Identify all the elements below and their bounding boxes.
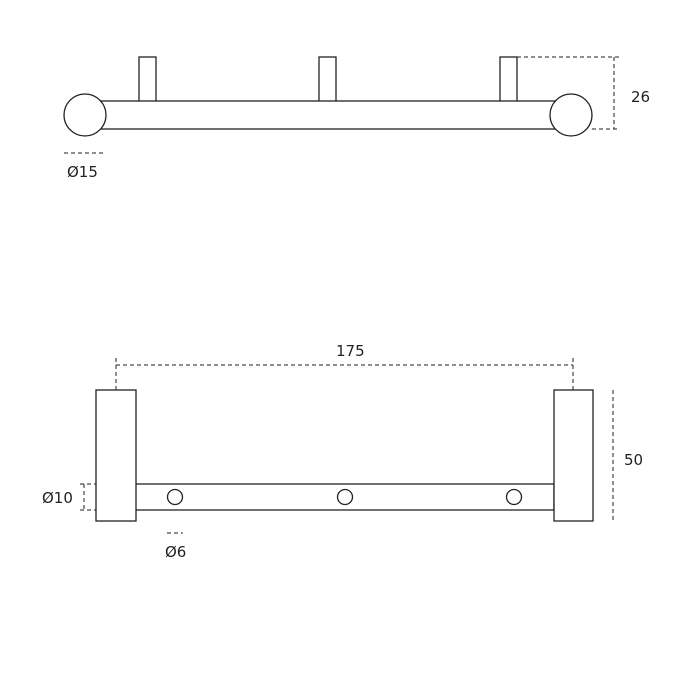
height-label: 26 xyxy=(631,88,650,106)
hook-left xyxy=(138,56,157,103)
top-view: Ø15 26 xyxy=(63,56,650,181)
hook-right xyxy=(499,56,518,103)
main-bar-side xyxy=(84,100,572,130)
end-cap-left xyxy=(63,93,107,137)
hole-diameter-label: Ø6 xyxy=(165,543,186,561)
bar-diameter-label: Ø10 xyxy=(42,489,73,507)
hole-right xyxy=(505,488,523,506)
mount-block-left xyxy=(95,389,137,522)
length-label: 175 xyxy=(336,342,365,360)
hole-middle xyxy=(336,488,354,506)
hole-left xyxy=(166,488,184,506)
end-cap-right xyxy=(549,93,593,137)
end-cap-diameter-label: Ø15 xyxy=(67,163,98,181)
hook-middle xyxy=(318,56,337,103)
bottom-view: 175 50 Ø10 Ø6 xyxy=(42,342,643,561)
mount-block-right xyxy=(553,389,594,522)
depth-label: 50 xyxy=(624,451,643,469)
